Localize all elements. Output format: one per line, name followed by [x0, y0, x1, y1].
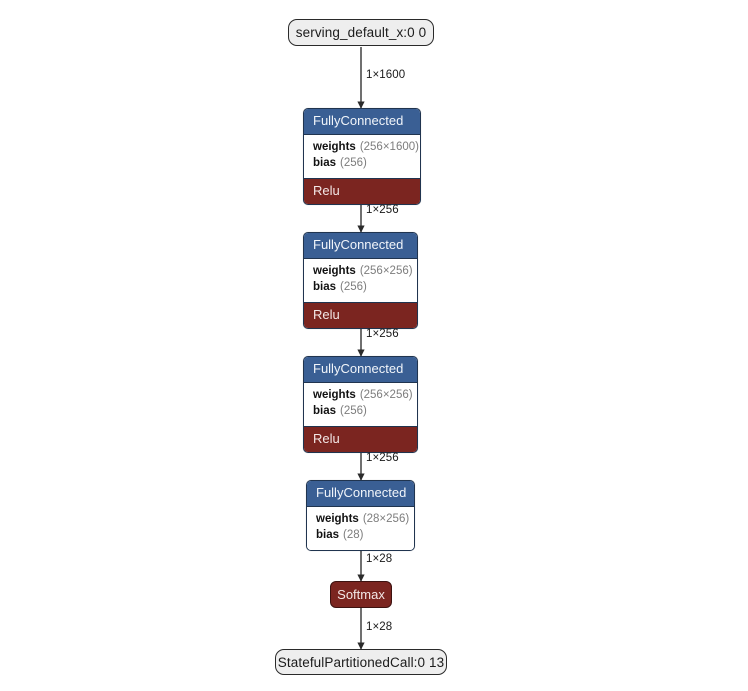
attr-key: weights — [316, 513, 359, 526]
attr-key: weights — [313, 265, 356, 278]
node-fc1[interactable]: FullyConnected weights(256×1600) bias(25… — [303, 108, 421, 206]
node-fc1-title: FullyConnected — [304, 109, 420, 135]
node-output[interactable]: StatefulPartitionedCall:0 13 — [275, 649, 447, 675]
node-input[interactable]: serving_default_x:0 0 — [288, 19, 434, 46]
node-fc4[interactable]: FullyConnected weights(28×256) bias(28) — [306, 480, 415, 552]
node-fc4-title: FullyConnected — [307, 481, 414, 507]
edge-label-input-fc1: 1×1600 — [366, 69, 406, 81]
node-fc2-activation: Relu — [304, 302, 417, 329]
node-fc2-title: FullyConnected — [304, 233, 417, 259]
node-fc2-attrs: weights(256×256) bias(256) — [304, 258, 417, 303]
attr-key: bias — [313, 405, 337, 418]
edge-label-softmax-output: 1×28 — [366, 621, 393, 633]
attr-key: weights — [313, 141, 356, 154]
node-output-label: StatefulPartitionedCall:0 13 — [277, 654, 445, 670]
attr-row: weights(256×256) — [313, 264, 413, 280]
attr-key: weights — [313, 389, 356, 402]
attr-row: bias(256) — [313, 404, 408, 420]
node-softmax-label: Softmax — [337, 587, 385, 602]
node-fc3-title: FullyConnected — [304, 357, 417, 383]
node-fc3-attrs: weights(256×256) bias(256) — [304, 382, 417, 427]
attr-row: bias(256) — [313, 280, 408, 296]
node-softmax[interactable]: Softmax — [330, 581, 392, 608]
node-fc3-activation: Relu — [304, 426, 417, 453]
node-input-label: serving_default_x:0 0 — [295, 25, 427, 40]
attr-row: weights(256×256) — [313, 388, 413, 404]
attr-key: bias — [313, 281, 337, 294]
attr-value: (28) — [343, 529, 364, 542]
attr-value: (256) — [340, 281, 367, 294]
attr-value: (28×256) — [362, 513, 410, 526]
edge-label-fc3-fc4: 1×256 — [366, 452, 399, 464]
attr-value: (256×256) — [359, 265, 413, 278]
attr-value: (256×1600) — [359, 141, 419, 154]
node-fc4-attrs: weights(28×256) bias(28) — [307, 506, 414, 551]
attr-row: weights(28×256) — [316, 512, 409, 528]
edge-label-fc2-fc3: 1×256 — [366, 328, 399, 340]
attr-value: (256) — [340, 405, 367, 418]
edge-label-fc1-fc2: 1×256 — [366, 204, 399, 216]
node-fc1-activation: Relu — [304, 178, 420, 205]
node-fc2[interactable]: FullyConnected weights(256×256) bias(256… — [303, 232, 418, 330]
attr-row: bias(256) — [313, 156, 411, 172]
attr-value: (256) — [340, 157, 367, 170]
attr-row: weights(256×1600) — [313, 140, 419, 156]
node-fc3[interactable]: FullyConnected weights(256×256) bias(256… — [303, 356, 418, 454]
edge-label-fc4-softmax: 1×28 — [366, 553, 393, 565]
attr-key: bias — [316, 529, 340, 542]
attr-row: bias(28) — [316, 528, 405, 544]
attr-value: (256×256) — [359, 389, 413, 402]
node-fc1-attrs: weights(256×1600) bias(256) — [304, 134, 420, 179]
attr-key: bias — [313, 157, 337, 170]
